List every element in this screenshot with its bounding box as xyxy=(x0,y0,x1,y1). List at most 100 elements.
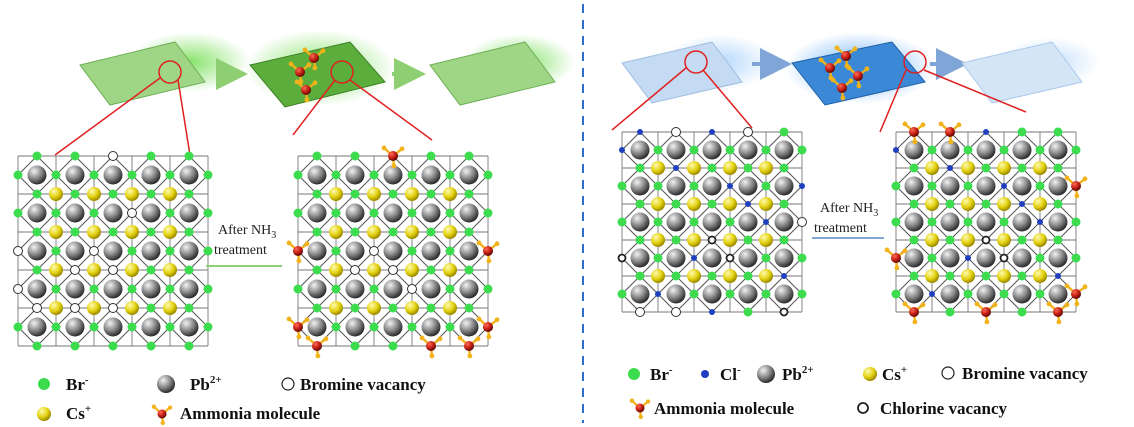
br-ion xyxy=(963,145,973,155)
pb-ion xyxy=(179,317,199,337)
pb-ion xyxy=(976,140,996,160)
svg-text:Cl-: Cl- xyxy=(720,364,741,384)
br-ion xyxy=(999,145,1009,155)
br-ion xyxy=(464,265,474,275)
cs-ion xyxy=(405,187,419,201)
pb-ion xyxy=(383,241,403,261)
br-ion xyxy=(1035,253,1045,263)
br-ion xyxy=(146,303,156,313)
ammonia-molecule xyxy=(457,335,481,359)
br-ion xyxy=(743,271,753,281)
lattice-layer xyxy=(13,121,1088,359)
br-ion xyxy=(779,199,789,209)
br-ion xyxy=(689,181,699,191)
cs-ion xyxy=(367,225,381,239)
cs-ion xyxy=(163,225,177,239)
br-ion xyxy=(707,199,717,209)
br-ion xyxy=(689,289,699,299)
br-ion xyxy=(312,265,322,275)
cs-ion xyxy=(49,187,63,201)
cs-ion xyxy=(687,197,701,211)
cs-ion xyxy=(1033,161,1047,175)
cl-ion xyxy=(1037,219,1043,225)
pb-ion xyxy=(630,248,650,268)
right-treatment-line1: After NH xyxy=(820,201,873,216)
br-vacancy xyxy=(108,265,118,275)
br-ion xyxy=(761,181,771,191)
br-ion xyxy=(1017,235,1027,245)
br-ion xyxy=(13,208,23,218)
cs-ion xyxy=(925,161,939,175)
cs-ion xyxy=(87,301,101,315)
pb-ion xyxy=(27,317,47,337)
br-ion xyxy=(146,189,156,199)
legend-pb-base: Pb xyxy=(782,365,802,384)
br-ion xyxy=(312,227,322,237)
ammonia-molecule xyxy=(305,335,329,359)
zoom-circle xyxy=(330,60,354,84)
br-ion xyxy=(707,163,717,173)
pb-ion xyxy=(1048,248,1068,268)
legend-ammonia-icon xyxy=(629,398,651,420)
legend-br-base: Br xyxy=(66,375,85,394)
pb-ion xyxy=(904,140,924,160)
cs-ion xyxy=(1033,269,1047,283)
legend-bromine-vacancy: Bromine vacancy xyxy=(962,364,1088,383)
br-ion xyxy=(127,170,137,180)
legend-br-dot xyxy=(628,368,640,380)
pb-ion xyxy=(307,317,327,337)
pb-ion xyxy=(141,317,161,337)
pb-ion xyxy=(27,279,47,299)
br-ion xyxy=(981,271,991,281)
pb-ion xyxy=(976,284,996,304)
cl-ion xyxy=(1019,201,1025,207)
br-ion xyxy=(761,253,771,263)
ammonia-molecule xyxy=(151,404,173,426)
pb-ion xyxy=(179,279,199,299)
br-ion xyxy=(350,303,360,313)
br-ion xyxy=(369,170,379,180)
pb-ion xyxy=(738,248,758,268)
svg-text:Pb2+: Pb2+ xyxy=(190,374,222,394)
br-ion xyxy=(963,181,973,191)
cs-ion xyxy=(651,233,665,247)
cs-ion xyxy=(49,301,63,315)
br-ion xyxy=(203,322,213,332)
cs-ion xyxy=(925,197,939,211)
br-ion xyxy=(146,151,156,161)
pb-ion xyxy=(666,140,686,160)
svg-text:Pb2+: Pb2+ xyxy=(782,364,814,384)
cl-ion xyxy=(893,147,899,153)
br-ion xyxy=(184,189,194,199)
br-ion xyxy=(331,246,341,256)
br-ion xyxy=(89,170,99,180)
pb-ion xyxy=(702,176,722,196)
br-vacancy xyxy=(407,284,417,294)
legend-br-base: Br xyxy=(650,365,669,384)
legend-chlorine-vacancy: Chlorine vacancy xyxy=(880,399,1008,418)
pb-ion xyxy=(940,248,960,268)
pb-ion xyxy=(702,248,722,268)
pb-ion xyxy=(1012,284,1032,304)
br-ion xyxy=(388,189,398,199)
cl-ion xyxy=(619,147,625,153)
pb-ion xyxy=(383,203,403,223)
br-ion xyxy=(32,189,42,199)
cl-ion xyxy=(655,291,661,297)
ammonia-molecule xyxy=(846,65,870,89)
br-vacancy xyxy=(350,265,360,275)
legend-ammonia-icon xyxy=(151,404,173,426)
br-ion xyxy=(203,208,213,218)
br-ion xyxy=(51,322,61,332)
pb-ion xyxy=(103,241,123,261)
cs-ion xyxy=(759,197,773,211)
pb-ion xyxy=(976,248,996,268)
br-ion xyxy=(1053,127,1063,137)
cl-vacancy xyxy=(981,235,991,245)
pb-ion xyxy=(307,279,327,299)
cl-ion xyxy=(929,291,935,297)
cs-ion xyxy=(961,197,975,211)
ammonia-molecule xyxy=(286,240,310,264)
pb-ion xyxy=(345,317,365,337)
